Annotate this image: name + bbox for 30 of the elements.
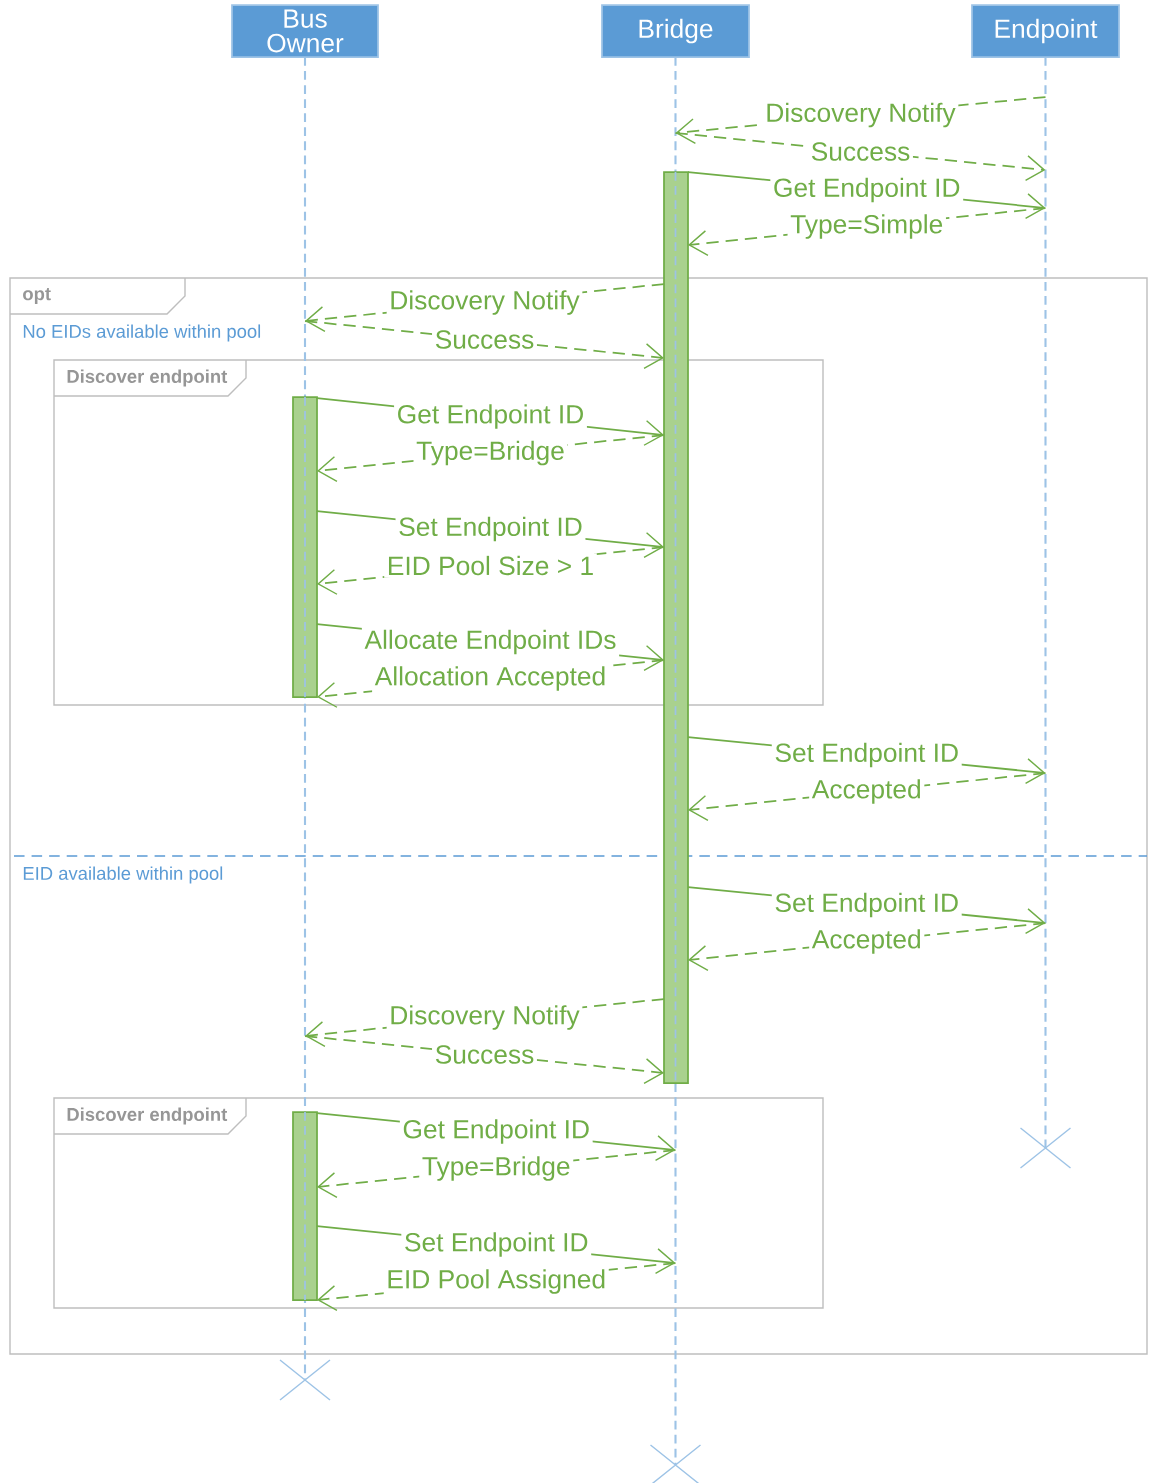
guard-text: No EIDs available within pool — [23, 324, 261, 342]
lifeline-head: Bridge — [601, 4, 750, 58]
edge-label: Get Endpoint ID — [399, 1116, 593, 1147]
edge-label: Type=Bridge — [413, 438, 568, 468]
frame-tab: Discover endpoint — [53, 359, 247, 397]
edge-label: Allocation Accepted — [372, 663, 609, 694]
edge-label: Allocate Endpoint IDs — [361, 627, 620, 657]
lifeline-head: Endpoint — [971, 4, 1120, 58]
edge-label: Type=Simple — [787, 211, 946, 242]
edge-label: EID Pool Assigned — [383, 1266, 609, 1297]
frame-tab: Discover endpoint — [53, 1097, 247, 1135]
edge-label: EID Pool Size > 1 — [384, 553, 597, 578]
edge-label: Set Endpoint ID — [771, 890, 962, 920]
edge-label: Success — [432, 1042, 537, 1067]
edge-label: Accepted — [809, 776, 925, 807]
edge-label: Discovery Notify — [762, 100, 959, 130]
frame-tab: opt — [9, 277, 186, 315]
guard-text: EID available within pool — [23, 866, 223, 884]
edge-label: Set Endpoint ID — [771, 740, 962, 770]
edge-label: Type=Bridge — [419, 1153, 574, 1184]
edge-label: Get Endpoint ID — [770, 175, 964, 205]
edge-label: Get Endpoint ID — [394, 401, 587, 432]
lifeline-head: Bus Owner — [231, 4, 379, 58]
edge-label: Discovery Notify — [386, 287, 583, 318]
edge-label: Success — [432, 327, 537, 352]
edge-label: Set Endpoint ID — [401, 1229, 592, 1260]
edge-label: Discovery Notify — [386, 1002, 583, 1033]
edge-label: Accepted — [809, 926, 925, 957]
edge-label: Success — [808, 139, 913, 164]
edge-label: Set Endpoint ID — [395, 514, 586, 544]
